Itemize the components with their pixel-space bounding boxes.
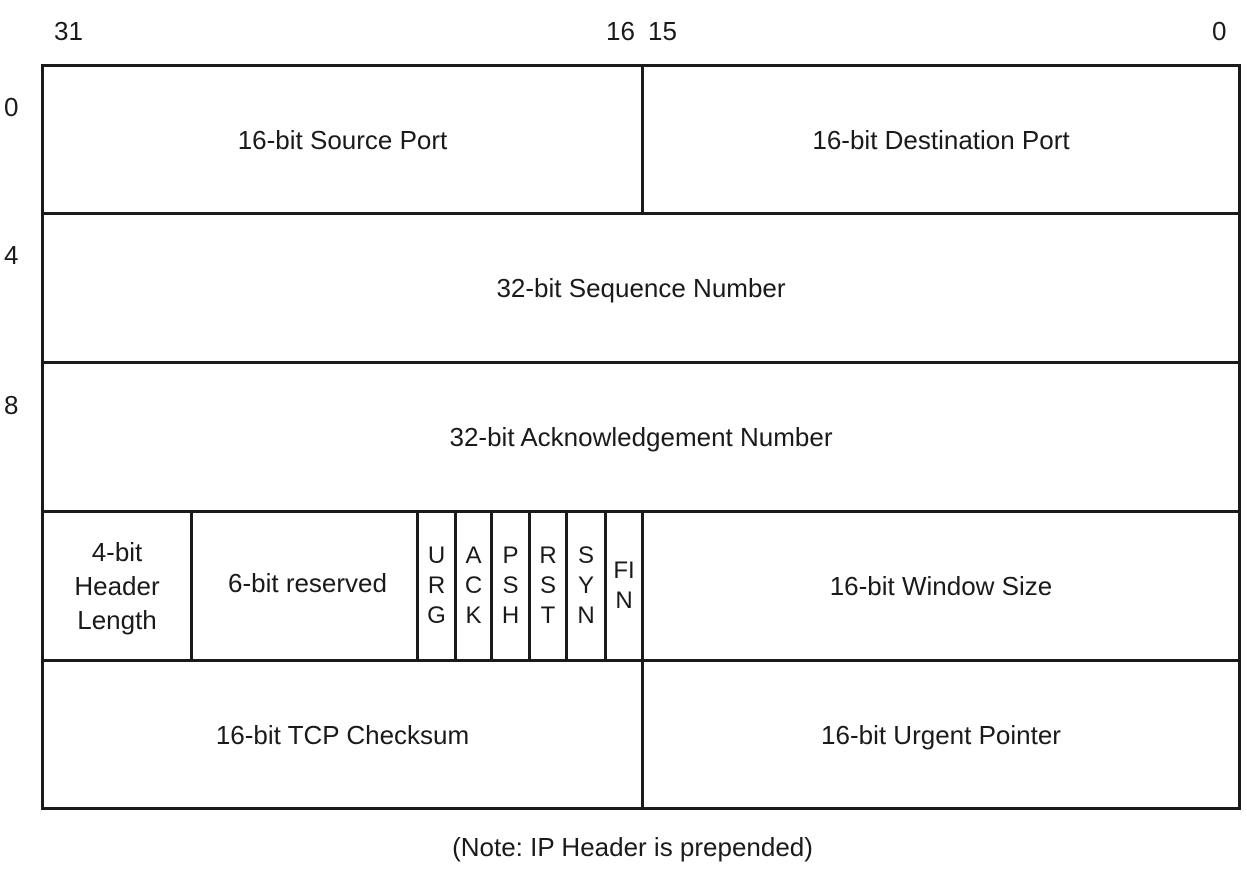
sequence-number-field: 32-bit Sequence Number (496, 273, 786, 303)
bit-label-31: 31 (54, 16, 83, 46)
flag-urg: URG (427, 542, 446, 629)
footnote: (Note: IP Header is prepended) (452, 832, 813, 862)
row-divider-3 (44, 510, 1238, 513)
col-divider-row1 (641, 67, 644, 212)
flag-rst: RST (539, 542, 557, 629)
destination-port-field: 16-bit Destination Port (812, 124, 1070, 155)
flag-syn: SYN (577, 542, 595, 629)
col-divider-reserved (416, 513, 419, 659)
offset-label-0: 0 (4, 92, 19, 122)
bit-label-0: 0 (1212, 16, 1227, 46)
flag-fin: FIN (613, 557, 635, 614)
offset-label-4: 4 (4, 240, 19, 270)
window-size-field: 16-bit Window Size (829, 571, 1053, 601)
header-length-field: 4-bit Header Length (74, 537, 160, 635)
col-divider-syn (604, 513, 607, 659)
flag-ack: ACK (464, 542, 483, 629)
row-divider-1 (44, 212, 1238, 215)
col-divider-row5 (641, 662, 644, 808)
offset-label-8: 8 (4, 390, 19, 420)
col-divider-ack (490, 513, 493, 659)
urgent-pointer-field: 16-bit Urgent Pointer (821, 719, 1061, 750)
col-divider-urg (454, 513, 457, 659)
col-divider-rst (565, 513, 568, 659)
acknowledgement-number-field: 32-bit Acknowledgement Number (449, 422, 833, 452)
row-divider-2 (44, 361, 1238, 364)
flag-psh: PSH (501, 542, 520, 629)
bit-label-15: 15 (648, 16, 677, 46)
tcp-header-table: 16-bit Source Port 16-bit Destination Po… (41, 64, 1241, 810)
row-divider-4 (44, 659, 1238, 662)
col-divider-psh (528, 513, 531, 659)
bit-label-16: 16 (606, 16, 635, 46)
tcp-checksum-field: 16-bit TCP Checksum (215, 719, 470, 750)
reserved-field: 6-bit reserved (228, 567, 387, 598)
col-divider-header-length (190, 513, 193, 659)
source-port-field: 16-bit Source Port (237, 124, 448, 155)
col-divider-fin (641, 513, 644, 659)
